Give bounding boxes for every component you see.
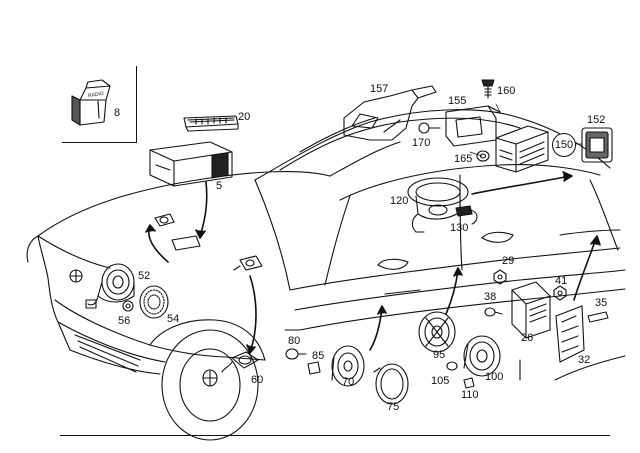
screw-80-icon — [285, 348, 307, 360]
install-arrows — [145, 171, 601, 354]
callout-20: 20 — [238, 111, 251, 123]
clip-35-icon — [587, 311, 609, 323]
callout-130: 130 — [450, 222, 469, 234]
callout-105: 105 — [431, 375, 450, 387]
mounting-bracket-157-icon — [343, 85, 437, 141]
speaker-100-icon — [463, 335, 501, 377]
callout-56: 56 — [118, 315, 131, 327]
bracket-32-icon — [555, 305, 585, 363]
radio-unit-icon — [149, 141, 233, 187]
callout-157: 157 — [370, 83, 389, 95]
callout-155: 155 — [448, 95, 467, 107]
washer-56-icon — [122, 300, 134, 312]
callout-54: 54 — [167, 313, 180, 325]
screw-160-icon — [481, 79, 495, 99]
speaker-ring-75-icon — [373, 363, 409, 405]
callout-60: 60 — [251, 374, 264, 386]
speaker-60-icon — [221, 351, 259, 373]
nut-41-icon — [553, 285, 567, 301]
screw-105-icon — [446, 361, 458, 371]
clip-85-icon — [307, 361, 321, 375]
car-body-outline — [26, 109, 626, 441]
amplifier-26-icon — [511, 281, 551, 339]
screw-170-icon — [418, 122, 441, 134]
callout-29: 29 — [502, 255, 515, 267]
speaker-52-icon — [85, 263, 135, 309]
callout-75: 75 — [387, 401, 400, 413]
callout-100: 100 — [485, 371, 504, 383]
callout-8: 8 — [114, 107, 121, 119]
screw-38-icon — [484, 307, 503, 317]
speaker-70-icon — [331, 345, 365, 387]
callout-80: 80 — [288, 335, 301, 347]
callout-32: 32 — [578, 354, 591, 366]
speaker-grille-54-icon — [139, 285, 169, 319]
speaker-95-icon — [418, 311, 456, 353]
callout-160: 160 — [497, 85, 516, 97]
callout-26: 26 — [521, 332, 534, 344]
leader-lines — [469, 103, 583, 157]
callout-110: 110 — [461, 389, 479, 401]
amplifier-150-icon — [495, 125, 549, 173]
callout-170: 170 — [412, 137, 431, 149]
callout-41: 41 — [555, 275, 568, 287]
nut-29-icon — [493, 269, 507, 285]
manual-book-icon — [71, 79, 111, 126]
dash-speaker-right-icon — [233, 255, 263, 271]
callout-52: 52 — [138, 270, 151, 282]
callout-120: 120 — [390, 195, 409, 207]
callout-152: 152 — [587, 114, 606, 126]
connector-130-icon — [411, 205, 478, 233]
cd-changer-152-icon — [581, 127, 613, 163]
callout-165: 165 — [454, 153, 473, 165]
remote-control-icon — [183, 115, 239, 132]
callout-5: 5 — [216, 180, 223, 192]
callout-35: 35 — [595, 297, 608, 309]
callout-95: 95 — [433, 349, 446, 361]
callout-70: 70 — [342, 376, 355, 388]
callout-150: 150 — [552, 133, 576, 157]
callout-38: 38 — [484, 291, 497, 303]
dash-speaker-left-icon — [154, 213, 201, 251]
clip-110-icon — [463, 377, 475, 389]
bracket-155-icon — [445, 105, 501, 147]
front-wheel — [161, 329, 259, 441]
manual-inset-frame — [62, 66, 137, 143]
nut-165-icon — [476, 150, 490, 162]
bottom-rule — [60, 435, 610, 436]
callout-85: 85 — [312, 350, 325, 362]
